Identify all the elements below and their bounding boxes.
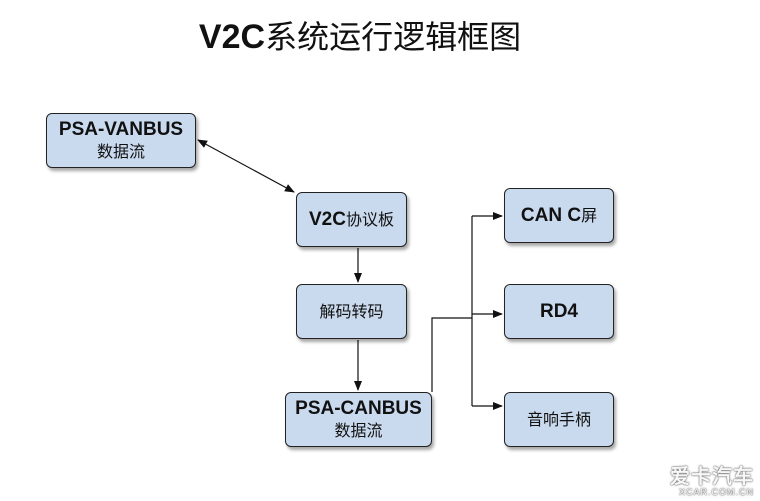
node-psa-canbus-title: PSA-CANBUS — [295, 397, 422, 419]
node-psa-vanbus-title: PSA-VANBUS — [58, 118, 184, 140]
node-psa-vanbus: PSA-VANBUS 数据流 — [46, 113, 196, 168]
node-psa-canbus-subtitle: 数据流 — [334, 420, 383, 440]
node-psa-canbus: PSA-CANBUS 数据流 — [285, 392, 432, 447]
node-v2c-label: V2C协议板 — [309, 209, 394, 231]
connector-vanbus-v2c — [197, 139, 295, 193]
node-can-c-latin: CAN C — [520, 204, 582, 226]
node-v2c-latin: V2C — [309, 208, 346, 230]
node-can-c-label: CAN C屏 — [521, 205, 597, 227]
node-can-c-screen: CAN C屏 — [504, 188, 614, 243]
node-decode-transcode: 解码转码 — [296, 284, 407, 339]
xcar-watermark: 爱卡汽车 XCAR.COM.CN — [670, 465, 754, 497]
watermark-domain: XCAR.COM.CN — [678, 487, 754, 497]
node-psa-vanbus-subtitle: 数据流 — [96, 141, 145, 161]
node-rd4: RD4 — [504, 284, 614, 339]
watermark-brand: 爱卡汽车 — [670, 464, 754, 488]
title-cjk: 系统运行逻辑框图 — [265, 18, 522, 56]
node-can-c-cjk: 屏 — [581, 205, 598, 225]
node-decode-label: 解码转码 — [319, 301, 384, 321]
node-v2c-board: V2C协议板 — [296, 192, 407, 247]
node-audio-handle: 音响手柄 — [504, 392, 614, 447]
node-audio-handle-label: 音响手柄 — [526, 409, 591, 429]
node-rd4-label: RD4 — [539, 300, 578, 322]
title-latin: V2C — [198, 18, 266, 56]
node-v2c-cjk: 协议板 — [345, 209, 394, 229]
connector-canbus-out — [431, 317, 472, 392]
diagram-title: V2C系统运行逻辑框图 — [0, 12, 720, 58]
